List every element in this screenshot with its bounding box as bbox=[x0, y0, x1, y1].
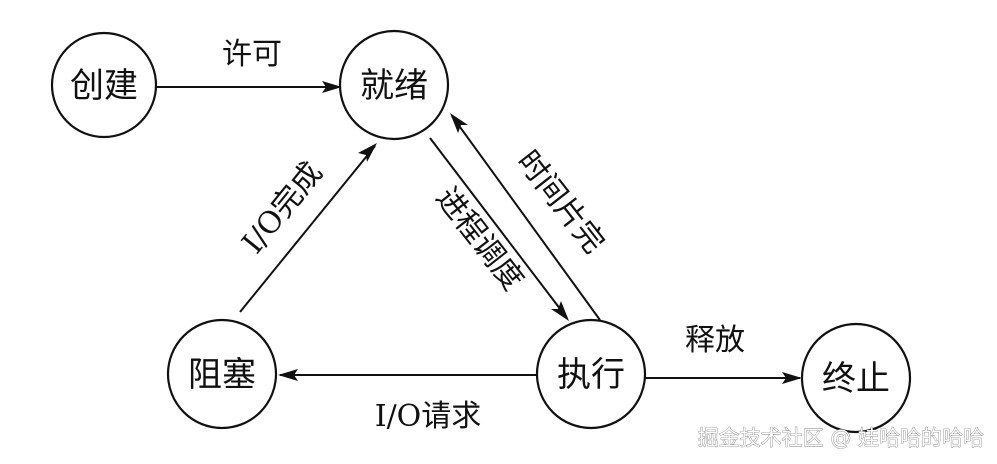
edge-running-to-blocked bbox=[278, 369, 536, 381]
watermark: 掘金技术社区 @ 娃哈哈的哈哈 bbox=[698, 426, 984, 450]
node-ready-label: 就绪 bbox=[360, 66, 428, 106]
node-running: 执行 bbox=[535, 318, 647, 430]
edge-label-process-scheduling: 进程调度 bbox=[429, 181, 530, 297]
edge-ready-to-running bbox=[429, 137, 569, 321]
edge-blocked-to-ready bbox=[239, 143, 377, 313]
node-terminated: 终止 bbox=[800, 322, 912, 434]
edge-running-to-ready bbox=[450, 113, 601, 321]
node-ready: 就绪 bbox=[338, 29, 450, 141]
node-create-label: 创建 bbox=[70, 66, 138, 106]
edge-create-to-ready bbox=[155, 81, 342, 93]
edge-label-io-complete: I/O完成 bbox=[235, 156, 329, 261]
edge-label-release: 释放 bbox=[685, 323, 745, 358]
edge-running-to-terminated bbox=[645, 372, 802, 384]
edge-label-time-slice-end: 时间片完 bbox=[510, 144, 611, 260]
edge-label-io-request: I/O请求 bbox=[375, 399, 482, 434]
node-blocked: 阻塞 bbox=[166, 318, 278, 430]
node-terminated-label: 终止 bbox=[822, 359, 890, 399]
node-blocked-label: 阻塞 bbox=[188, 355, 256, 395]
node-create: 创建 bbox=[50, 31, 158, 139]
edge-label-permit: 许可 bbox=[222, 37, 282, 72]
node-running-label: 执行 bbox=[557, 355, 625, 395]
